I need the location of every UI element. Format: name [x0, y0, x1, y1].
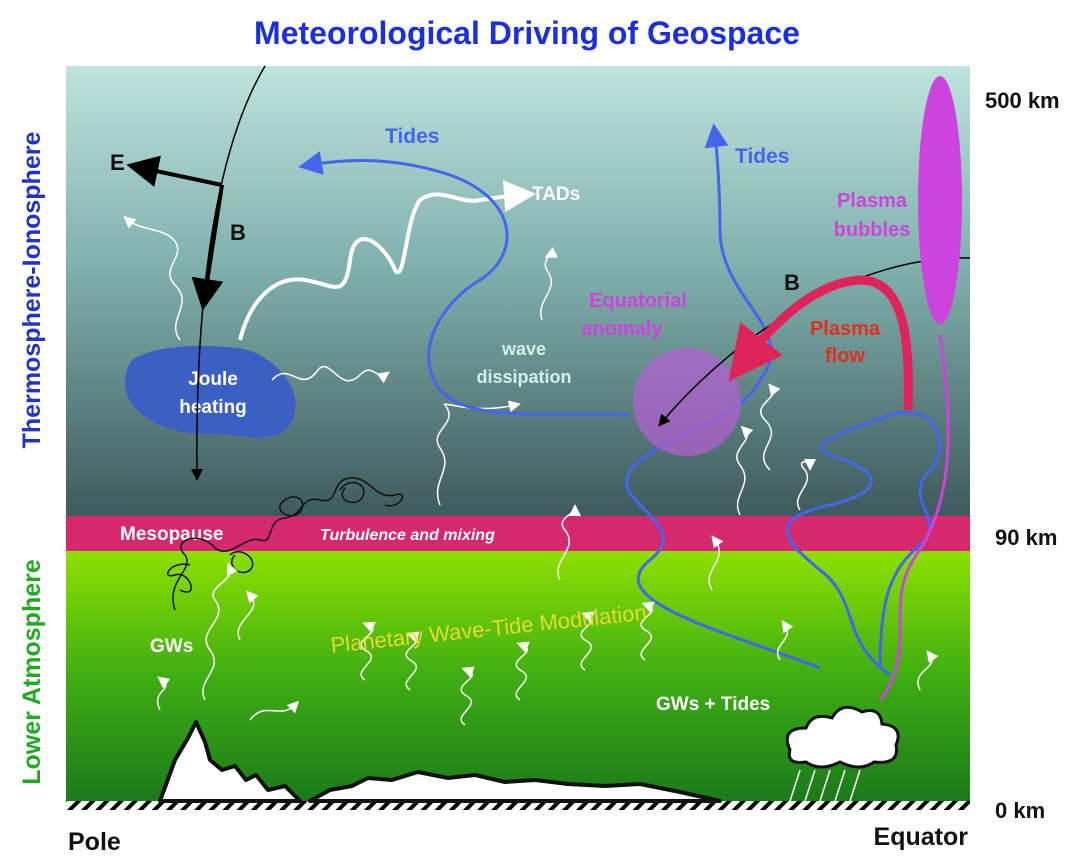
tads-wave	[238, 180, 536, 341]
equator-label: Equator	[874, 823, 969, 851]
altitude-bottom-label: 0 km	[995, 798, 1045, 823]
thermosphere-region	[66, 66, 970, 516]
altitude-mid-label: 90 km	[995, 525, 1057, 550]
e-label: E	[110, 150, 125, 175]
b-label-equator: B	[784, 270, 800, 295]
joule-heating-label: Joule	[188, 369, 238, 390]
tides-left-curve	[298, 151, 631, 417]
tads-label: TADs	[532, 184, 580, 205]
wave-dissipation-label-2: dissipation	[476, 367, 571, 387]
joule-heating-blob	[124, 345, 296, 438]
mesopause-band	[66, 516, 970, 551]
plasma-upflow-line	[878, 334, 950, 701]
ground-hatch	[66, 801, 970, 810]
mountain-left	[158, 720, 302, 803]
turbulence-label: Turbulence and mixing	[320, 527, 495, 544]
e-vector	[126, 155, 223, 187]
mesopause-label: Mesopause	[120, 524, 223, 545]
plasma-bubbles-label-2: bubbles	[834, 219, 911, 241]
equatorial-anomaly-circle	[633, 348, 741, 456]
mountain-right	[308, 770, 722, 803]
pole-label: Pole	[68, 828, 121, 856]
storm-cloud-icon	[785, 705, 900, 802]
gws-tides-label: GWs + Tides	[656, 694, 770, 715]
thermosphere-label: Thermosphere-Ionosphere	[18, 132, 46, 449]
plasma-flow-label: Plasma	[810, 318, 881, 340]
equatorial-anomaly-label-2: anomaly	[581, 318, 663, 340]
b-vector-pole	[191, 184, 224, 311]
b-label-pole: B	[230, 220, 246, 245]
wave-dissipation-label: wave	[501, 339, 546, 359]
plasma-bubbles-label: Plasma	[837, 190, 908, 212]
joule-heating-label-2: heating	[179, 397, 247, 418]
lower-atmosphere-label: Lower Atmosphere	[18, 559, 46, 785]
tides-left-label: Tides	[385, 125, 439, 148]
equatorial-anomaly-label: Equatorial	[589, 290, 687, 312]
altitude-top-label: 500 km	[985, 88, 1060, 113]
gravity-waves-lower	[156, 504, 939, 726]
diagram-title: Meteorological Driving of Geospace	[254, 15, 800, 51]
plasma-flow-arrow	[728, 275, 913, 411]
field-line-pole	[190, 65, 266, 481]
tides-right-label: Tides	[735, 145, 789, 168]
plasma-flow-label-2: flow	[825, 345, 865, 367]
gws-label: GWs	[150, 636, 193, 657]
plasma-bubble-ellipse	[918, 76, 962, 324]
gravity-waves-upper	[123, 216, 816, 516]
turbulence-scribble	[167, 477, 404, 611]
